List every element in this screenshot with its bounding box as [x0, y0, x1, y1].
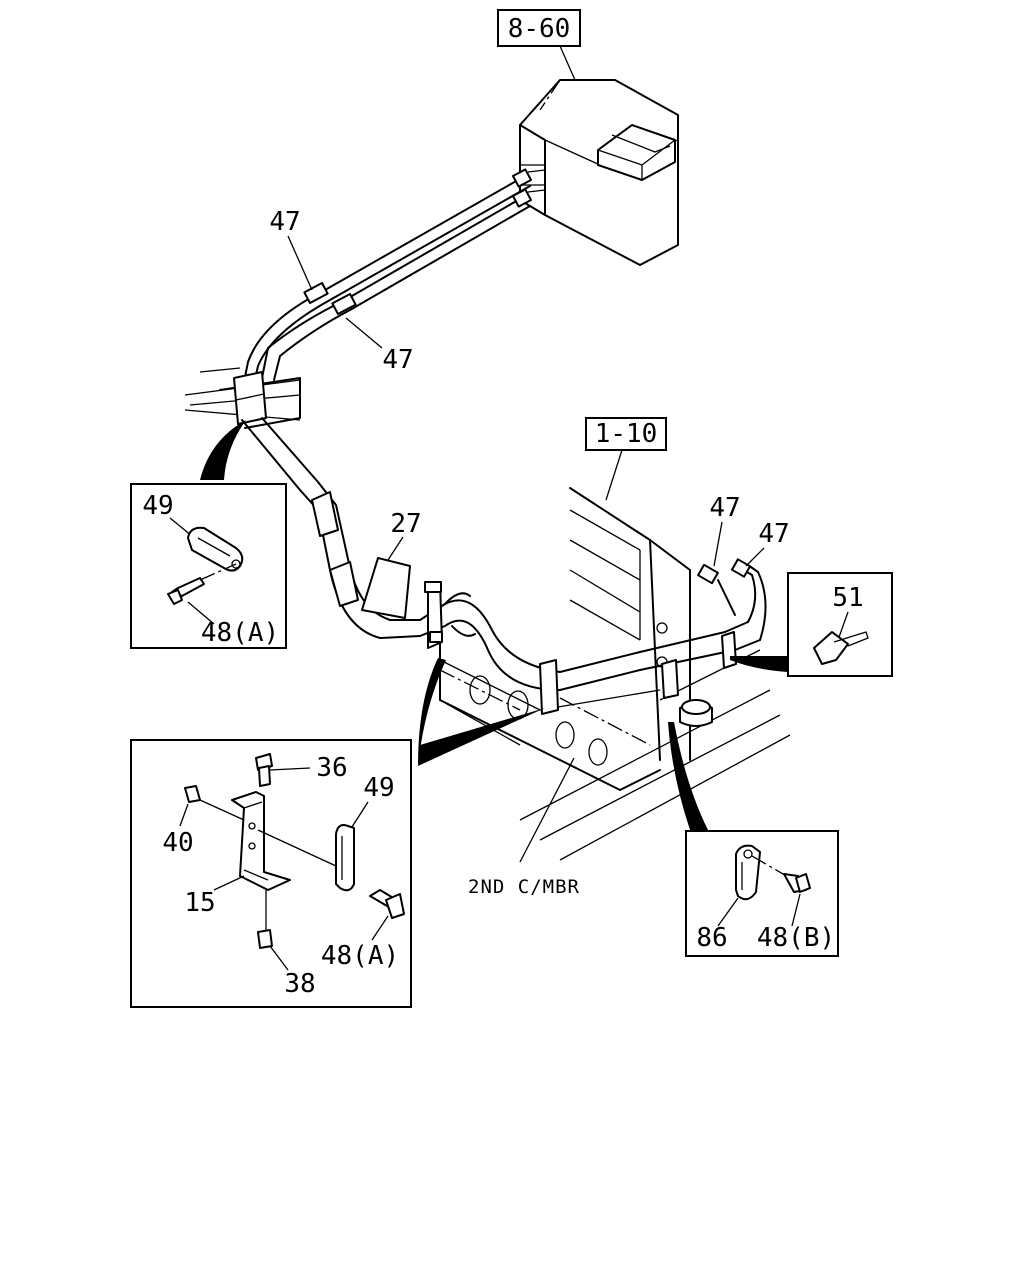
ref-label-1-10: 1-10: [595, 419, 658, 449]
callout-27: 27: [390, 509, 421, 539]
upper-hoses: [241, 168, 532, 393]
callout-47-upper-b: 47: [382, 345, 413, 375]
callouts: 47 47 27 47 47 2ND C/MBR: [269, 207, 789, 898]
inset-b-label-48a: 48(A): [321, 941, 399, 971]
inset-d-label-51: 51: [832, 583, 863, 613]
detail-pointers: [200, 420, 788, 830]
upper-component: [519, 79, 679, 266]
inset-bracket: 36 49 40 15 48(A) 38: [130, 739, 412, 1008]
callout-47-right-b: 47: [758, 519, 789, 549]
ref-box-1-10: 1-10: [585, 417, 667, 501]
ref-label-8-60: 8-60: [508, 14, 571, 44]
crossmember: [439, 487, 791, 861]
inset-b-label-38: 38: [284, 969, 315, 999]
callout-47-upper-a: 47: [269, 207, 300, 237]
callout-47-right-a: 47: [709, 493, 740, 523]
inset-b-label-49: 49: [363, 773, 394, 803]
lower-hoses: [241, 417, 767, 691]
right-fittings: [697, 558, 752, 585]
inset-clip-a: 49 48(A): [130, 483, 287, 649]
inset-a-label-48a: 48(A): [201, 618, 279, 648]
inset-a-label-49: 49: [142, 491, 173, 521]
inset-b-label-15: 15: [184, 888, 215, 918]
crossmember-note: 2ND C/MBR: [468, 876, 580, 898]
inset-b-label-40: 40: [162, 828, 193, 858]
inset-part-51: 51: [787, 572, 893, 677]
inset-clip-b: 86 48(B): [685, 830, 839, 957]
part-27-plate: [361, 536, 411, 619]
upper-clamp: [233, 371, 267, 425]
inset-c-label-48b: 48(B): [757, 923, 835, 953]
inset-b-label-36: 36: [316, 753, 347, 783]
ref-box-8-60: 8-60: [497, 9, 581, 81]
inset-c-label-86: 86: [696, 923, 727, 953]
